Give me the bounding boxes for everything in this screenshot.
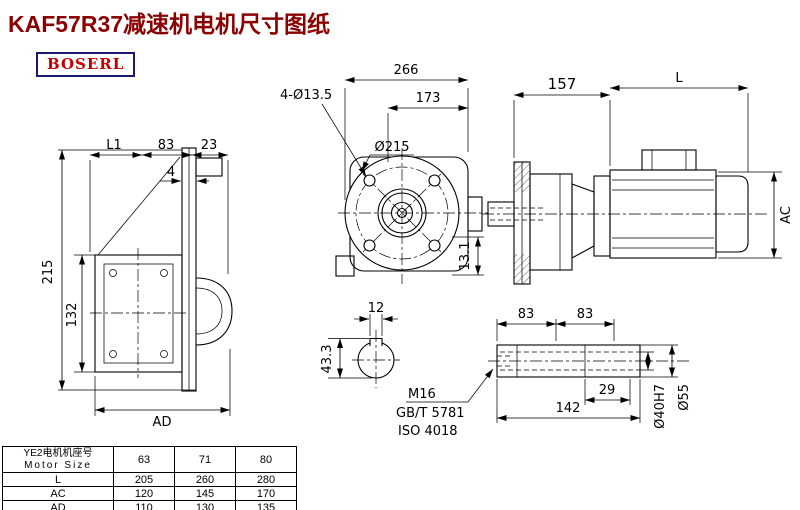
shaft-dia-label: Ø55 bbox=[677, 384, 692, 411]
brand-logo: BOSERL bbox=[36, 52, 136, 77]
shaft-section-view: 12 43.3 bbox=[320, 301, 400, 388]
thread-note: M16 GB/T 5781 ISO 4018 bbox=[396, 368, 494, 439]
thread-standard-gb-label: GB/T 5781 bbox=[396, 406, 465, 421]
thread-standard-iso-label: ISO 4018 bbox=[398, 424, 458, 439]
holes-note-label: 4-Ø13.5 bbox=[280, 88, 332, 103]
dim-132-label: 132 bbox=[65, 303, 80, 328]
table-header-row: YE2电机机座号 Motor Size 63 71 80 bbox=[2, 446, 297, 473]
table-cell: 71 bbox=[174, 446, 236, 473]
dim-83b-label: 83 bbox=[577, 307, 594, 322]
table-row-label: AC bbox=[2, 486, 114, 501]
dim-height-label: 215 bbox=[41, 260, 56, 285]
table-cell: 110 bbox=[113, 500, 175, 510]
table-header-cn: YE2电机机座号 bbox=[23, 448, 93, 459]
flange-dia-label: Ø215 bbox=[374, 140, 409, 155]
table-cell: 205 bbox=[113, 472, 175, 487]
shaft-view: 83 83 29 142 Ø40H7 Ø55 bbox=[488, 307, 692, 429]
table-row: L 205 260 280 bbox=[2, 472, 297, 487]
table-cell: 120 bbox=[113, 486, 175, 501]
left-view: L1 83 23 4 215 132 AD bbox=[41, 138, 233, 430]
table-cell: 170 bbox=[235, 486, 297, 501]
dim-adapter-label: 157 bbox=[548, 75, 577, 93]
dim-29-label: 29 bbox=[599, 383, 616, 398]
table-cell: 280 bbox=[235, 472, 297, 487]
dim-motor-dia-label: AC bbox=[779, 206, 794, 224]
dim-23-label: 23 bbox=[201, 138, 218, 153]
dim-offset-label: 13.1 bbox=[458, 242, 473, 271]
dim-142-label: 142 bbox=[556, 401, 581, 416]
dim-4-label: 4 bbox=[167, 165, 175, 180]
thread-size-label: M16 bbox=[408, 387, 436, 402]
table-header-cell: YE2电机机座号 Motor Size bbox=[2, 446, 114, 473]
dim-key-height-label: 43.3 bbox=[320, 345, 335, 374]
dim-flange-width-label: 173 bbox=[416, 91, 441, 106]
dim-83a-label: 83 bbox=[518, 307, 535, 322]
table-cell: 145 bbox=[174, 486, 236, 501]
table-cell: 260 bbox=[174, 472, 236, 487]
dim-key-width-label: 12 bbox=[368, 301, 385, 316]
dim-total-width-label: 266 bbox=[394, 63, 419, 78]
table-cell: 130 bbox=[174, 500, 236, 510]
table-cell: 63 bbox=[113, 446, 175, 473]
dim-motor-length-label: L bbox=[675, 71, 683, 86]
table-cell: 80 bbox=[235, 446, 297, 473]
side-view: 157 L AC bbox=[482, 71, 794, 285]
table-row-label: AD bbox=[2, 500, 114, 510]
table-cell: 135 bbox=[235, 500, 297, 510]
table-row: AC 120 145 170 bbox=[2, 486, 297, 501]
front-view: 266 173 4-Ø13.5 Ø215 13.1 bbox=[280, 63, 488, 284]
table-row: AD 110 130 135 bbox=[2, 500, 297, 510]
table-header-en: Motor Size bbox=[24, 459, 92, 471]
table-row-label: L bbox=[2, 472, 114, 487]
page-title: KAF57R37减速机电机尺寸图纸 bbox=[8, 11, 331, 37]
dim-l1-label: L1 bbox=[106, 138, 122, 153]
motor-size-table: YE2电机机座号 Motor Size 63 71 80 L 205 260 2… bbox=[2, 446, 297, 510]
bore-dia-label: Ø40H7 bbox=[653, 384, 668, 429]
dim-83-label: 83 bbox=[158, 138, 175, 153]
dim-ad-label: AD bbox=[153, 415, 172, 430]
